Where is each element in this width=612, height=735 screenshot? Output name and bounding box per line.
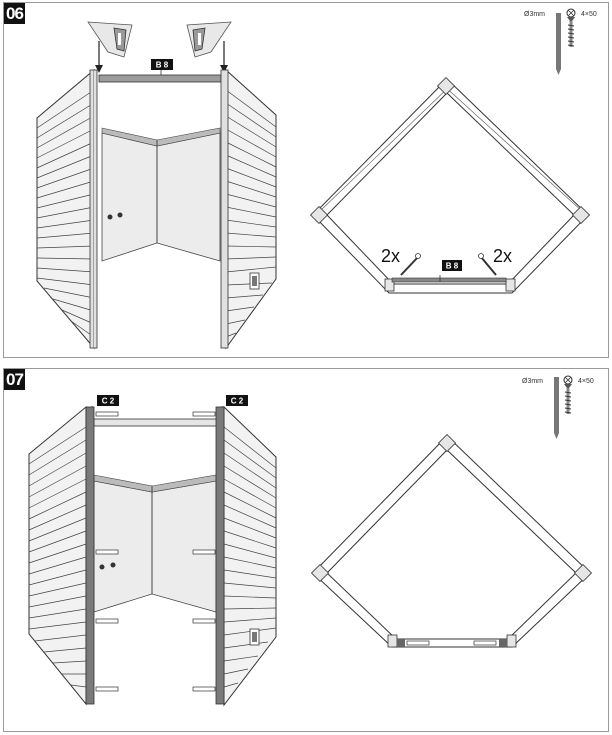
plan-part-label-b8: B 8 — [446, 262, 459, 271]
left-wall — [36, 68, 98, 350]
back-walls — [101, 127, 221, 262]
screw-diameter-label: Ø3mm — [522, 378, 543, 385]
part-label-b8: B 8 — [156, 61, 169, 70]
back-walls — [93, 474, 217, 613]
step-07-panel: 07 Ø3mm 4×50 C 2 C 2 — [3, 368, 609, 732]
screw-icon — [406, 640, 497, 646]
top-beam — [93, 418, 221, 427]
door-handle-icon — [117, 212, 123, 218]
step-06-panel: 06 Ø3mm 4×50 — [3, 2, 609, 358]
part-label-box — [226, 395, 248, 406]
right-wall — [215, 405, 277, 707]
door-handle-icon — [107, 214, 113, 220]
door-handle-icon — [110, 562, 116, 568]
right-wall — [220, 68, 277, 350]
screw-icon — [400, 253, 421, 276]
down-arrow-icon — [95, 41, 103, 73]
plan-view: 2x 2x B 8 — [309, 76, 591, 294]
screw-icon — [192, 411, 216, 692]
left-wall — [28, 405, 95, 706]
screw-count-right: 2x — [493, 246, 512, 266]
screw-count-left: 2x — [381, 246, 400, 266]
bracket-right-icon — [186, 21, 232, 58]
step-number: 06 — [4, 3, 25, 24]
step-06-drawing: Ø3mm 4×50 B 8 — [36, 8, 597, 350]
screw-size-label: 4×50 — [581, 11, 597, 18]
screw-icon — [554, 375, 573, 439]
screw-icon — [478, 253, 497, 276]
part-label-box — [151, 59, 173, 70]
bracket-left-icon — [87, 21, 133, 58]
step-07-drawing: Ø3mm 4×50 C 2 C 2 — [28, 375, 594, 707]
part-label-box — [442, 260, 462, 271]
down-arrow-icon — [220, 41, 228, 73]
plan-beam-b8 — [391, 277, 507, 283]
step-number: 07 — [4, 369, 25, 390]
plan-view — [310, 433, 593, 648]
part-label-box — [97, 395, 119, 406]
part-label-c2-left: C 2 — [102, 397, 115, 406]
door-handle-icon — [99, 564, 105, 570]
screw-diameter-label: Ø3mm — [524, 11, 545, 18]
screw-icon — [95, 411, 119, 692]
beam-b8 — [98, 74, 222, 83]
screw-size-label: 4×50 — [578, 378, 594, 385]
screw-icon — [556, 8, 576, 75]
part-label-c2-right: C 2 — [231, 397, 244, 406]
